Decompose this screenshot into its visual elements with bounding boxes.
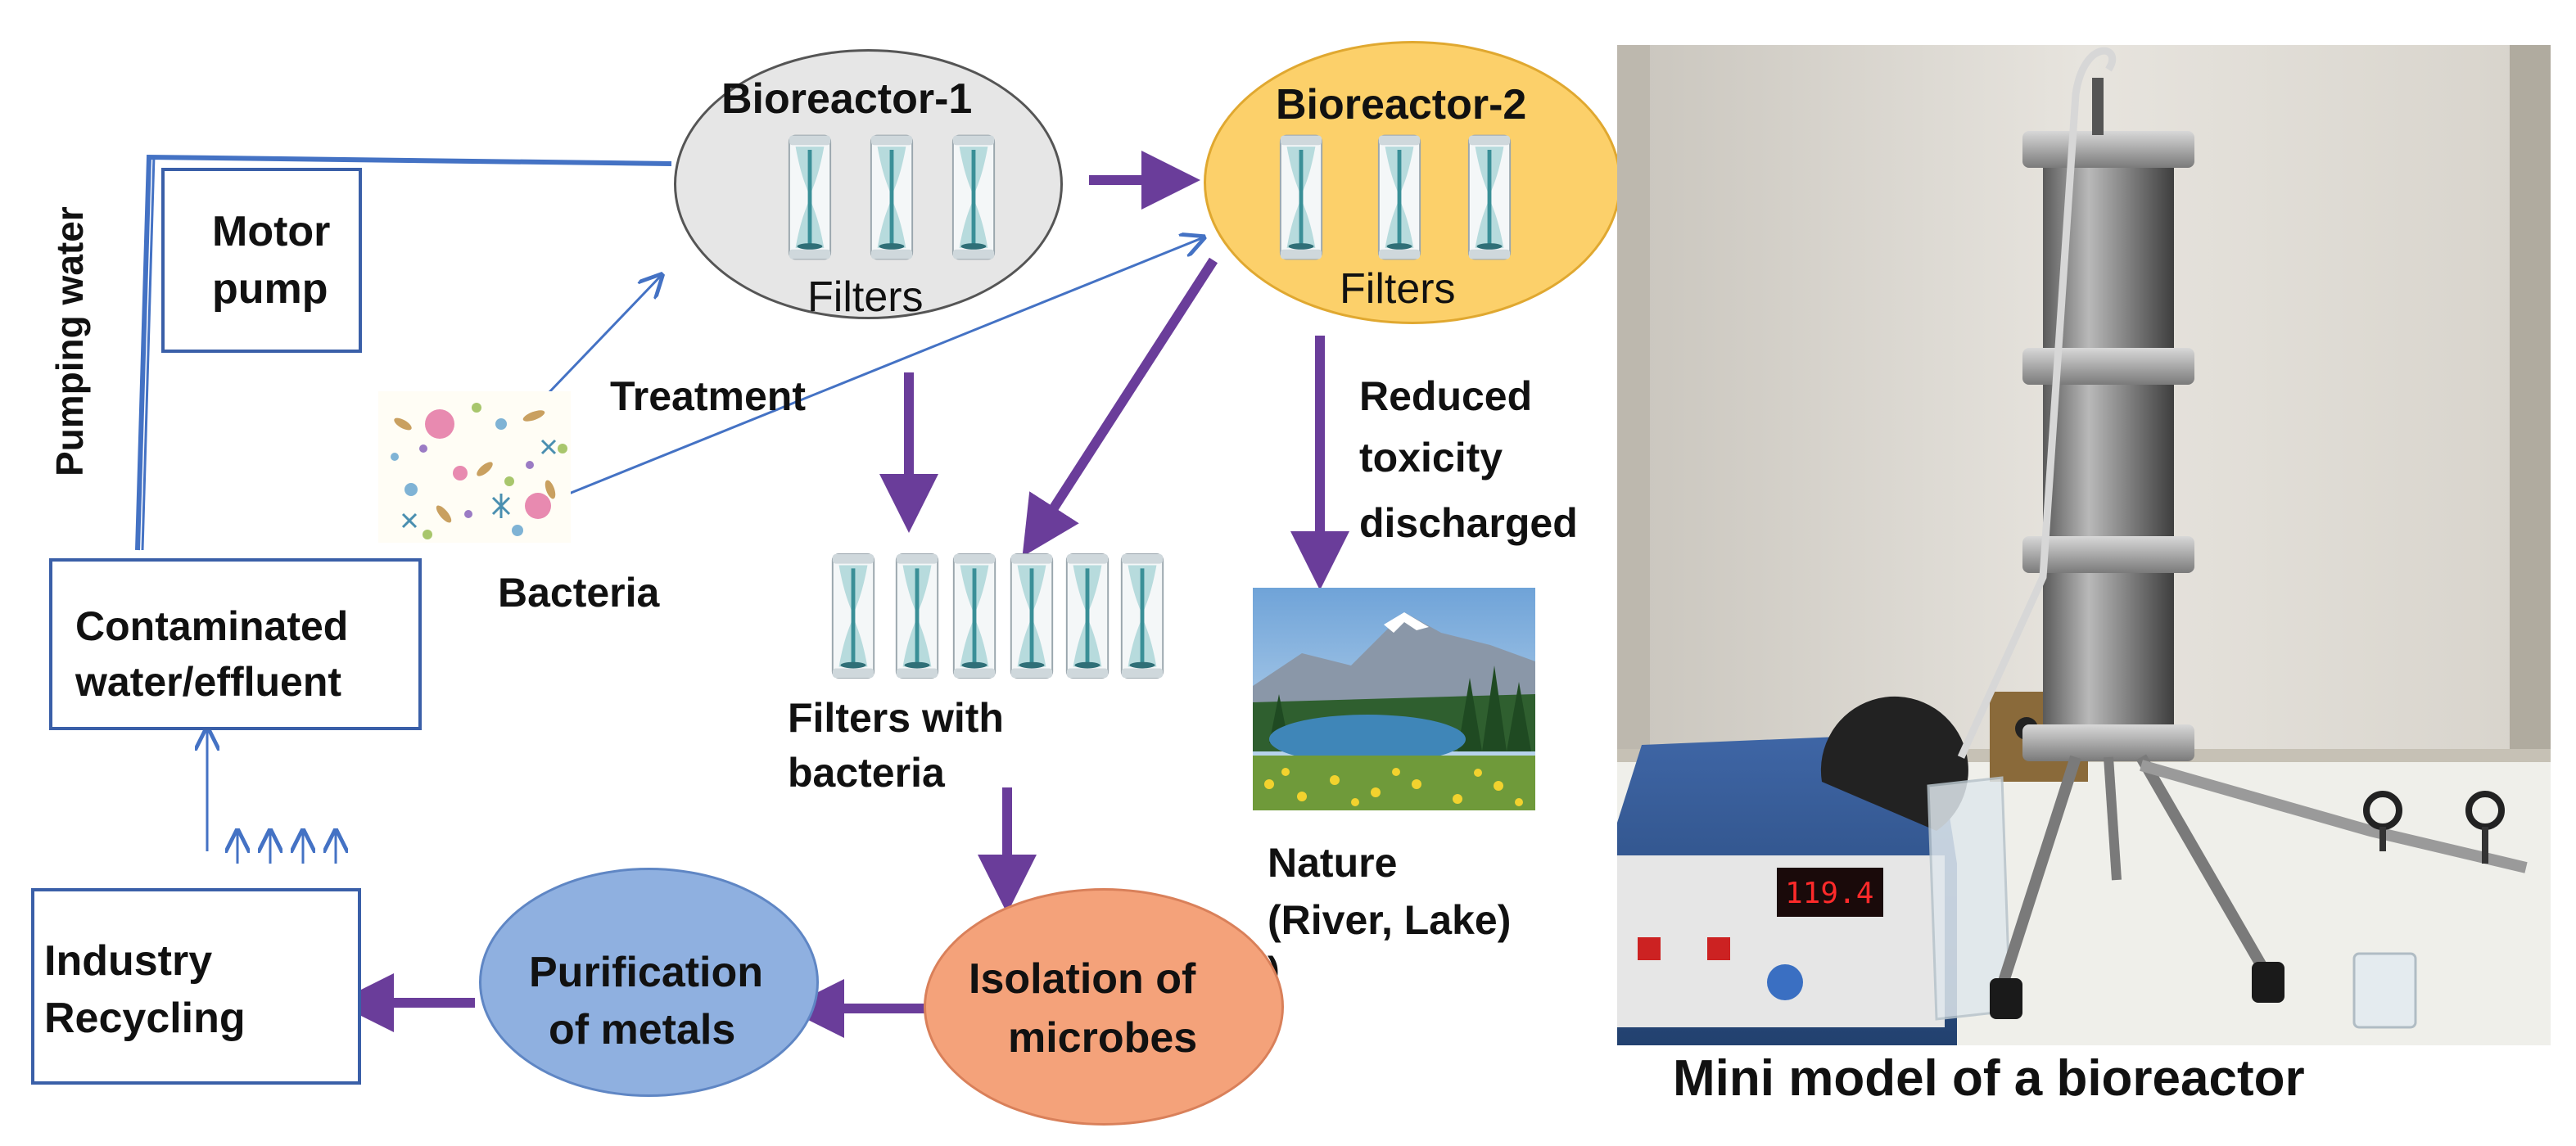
recycle-up-arrows	[237, 831, 336, 864]
reduced-toxicity-label-line1: Reduced	[1359, 373, 1533, 419]
pumping-water-pipe	[135, 154, 672, 551]
filter-cartridge-icon	[951, 134, 996, 260]
bioreactor-2-title: Bioreactor-2	[1276, 81, 1527, 129]
filter-cartridge-icon	[1010, 553, 1054, 679]
nature-label-line2: (River, Lake)	[1268, 897, 1512, 943]
filter-cartridge-icon	[831, 553, 875, 679]
filter-cartridge-icon	[870, 134, 914, 260]
bacteria-to-bioreactor2-arrow	[564, 237, 1204, 497]
bacteria-illustration	[378, 391, 571, 543]
isolation-label-line1: Isolation of	[969, 955, 1196, 1003]
filter-cartridge-icon	[1377, 134, 1421, 260]
contaminated-label-line1: Contaminated	[75, 603, 349, 649]
filter-cartridge-icon	[895, 553, 939, 679]
nature-landscape-image	[1253, 588, 1535, 810]
motor-pump-label-line2: pump	[212, 265, 328, 313]
purification-of-metals: Purification of metals	[479, 868, 819, 1097]
bioreactor-1-caption: Filters	[807, 273, 924, 321]
industry-label-line1: Industry	[44, 937, 213, 985]
reduced-toxicity-label-line3: discharged	[1359, 500, 1578, 546]
pumping-water-label: Pumping water	[48, 206, 91, 476]
filter-cartridge-icon	[1065, 553, 1109, 679]
bioreactor2-to-filters-arrow	[1022, 257, 1218, 557]
purification-label-line2: of metals	[549, 1006, 736, 1054]
isolation-of-microbes: Isolation of microbes	[924, 888, 1284, 1126]
filters-with-bacteria-label-line2: bacteria	[788, 750, 945, 796]
treatment-label: Treatment	[610, 373, 806, 419]
bioreactor-2-caption: Filters	[1340, 265, 1456, 313]
filter-cartridge-icon	[1120, 553, 1164, 679]
filter-cartridge-icon	[1279, 134, 1323, 260]
filter-cartridge-icon	[952, 553, 997, 679]
motor-pump-box: Motor pump	[161, 168, 362, 353]
isolation-label-line2: microbes	[1008, 1014, 1198, 1062]
pump-display-readout: 119.4	[1785, 877, 1873, 910]
filters-with-bacteria-label-line1: Filters with	[788, 695, 1004, 741]
filter-cartridge-icon	[1467, 134, 1512, 260]
bioreactor-1: Bioreactor-1 Filters	[674, 49, 1063, 321]
bacteria-label: Bacteria	[498, 570, 660, 616]
industry-recycling-box: Industry Recycling	[31, 888, 361, 1085]
bacteria-to-bioreactor1-arrow	[547, 275, 662, 395]
motor-pump-label-line1: Motor	[212, 208, 331, 255]
purification-label-line1: Purification	[529, 949, 764, 996]
contaminated-water-box: Contaminated water/effluent	[49, 558, 422, 730]
photo-caption: Mini model of a bioreactor	[1673, 1050, 2305, 1107]
bioreactor-photo: 119.4	[1617, 45, 2551, 1045]
contaminated-label-line2: water/effluent	[75, 659, 342, 705]
industry-label-line2: Recycling	[44, 995, 246, 1042]
nature-label-line1: Nature	[1268, 840, 1398, 886]
reduced-toxicity-label-line2: toxicity	[1359, 435, 1503, 481]
filter-cartridge-icon	[788, 134, 832, 260]
bioreactor-1-title: Bioreactor-1	[721, 75, 973, 123]
